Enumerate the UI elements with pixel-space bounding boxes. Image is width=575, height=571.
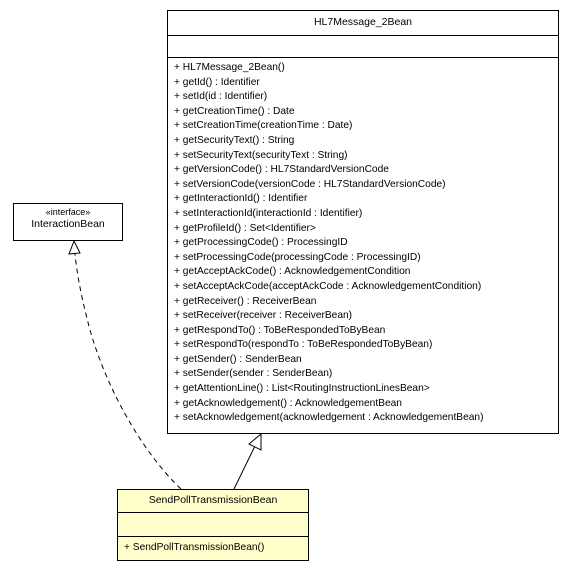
operation-item: + getSender() : SenderBean (174, 353, 302, 365)
class-name: HL7Message_2Bean (313, 16, 413, 28)
operation-item: + getSecurityText() : String (174, 134, 295, 146)
realization-arrow (68, 239, 182, 490)
operation-item: + getReceiver() : ReceiverBean (174, 295, 317, 307)
operation-item: + getAcknowledgement() : Acknowledgement… (174, 397, 402, 409)
operation-item: + setCreationTime(creationTime : Date) (174, 120, 353, 132)
operation-item: + SendPollTransmissionBean() (124, 542, 265, 553)
operations-section: + SendPollTransmissionBean() (118, 536, 308, 560)
operation-item: + setAcceptAckCode(acceptAckCode : Ackno… (174, 280, 482, 292)
class-sendpolltransmissionbean: SendPollTransmissionBean + SendPollTrans… (117, 489, 309, 561)
operations-section: + HL7Message_2Bean() + getId() : Identifi… (168, 57, 558, 433)
attributes-section (168, 35, 558, 57)
operations-list: + SendPollTransmissionBean() (118, 537, 308, 556)
operation-item: + setProcessingCode(processingCode : Pro… (174, 251, 421, 263)
operation-item: + setRespondTo(respondTo : ToBeResponded… (174, 339, 433, 351)
class-name: SendPollTransmissionBean (148, 494, 278, 506)
operation-item: + getId() : Identifier (174, 76, 260, 88)
operation-item: + HL7Message_2Bean() (174, 62, 285, 73)
operation-item: + setSender(sender : SenderBean) (174, 368, 333, 380)
operation-item: + setSecurityText(securityText : String) (174, 149, 348, 161)
operation-item: + setReceiver(receiver : ReceiverBean) (174, 310, 353, 322)
operation-item: + setAcknowledgement(acknowledgement : A… (174, 412, 484, 424)
interface-interactionbean: «interface» InteractionBean (13, 203, 123, 241)
operation-item: + getAcceptAckCode() : AcknowledgementCo… (174, 266, 411, 278)
operations-list: + HL7Message_2Bean() + getId() : Identifi… (168, 58, 558, 426)
operation-item: + getProfileId() : Set<Identifier> (174, 222, 316, 234)
operation-item: + setId(id : Identifier) (174, 91, 268, 103)
operation-item: + getVersionCode() : HL7StandardVersionC… (174, 164, 389, 176)
interface-name: InteractionBean (31, 218, 105, 230)
operation-item: + setInteractionId(interactionId : Ident… (174, 207, 363, 219)
interface-title: «interface» InteractionBean (14, 204, 122, 231)
stereotype-label: «interface» (45, 207, 91, 217)
class-hl7message-2bean: HL7Message_2Bean + HL7Message_2Bean() + g… (167, 10, 559, 434)
operation-item: + getRespondTo() : ToBeRespondedToByBean (174, 324, 386, 336)
generalization-arrow (233, 432, 262, 490)
operation-item: + getProcessingCode() : ProcessingID (174, 237, 348, 249)
operation-item: + getInteractionId() : Identifier (174, 193, 308, 205)
attributes-section (118, 512, 308, 536)
operation-item: + setVersionCode(versionCode : HL7Standa… (174, 178, 446, 190)
operation-item: + getCreationTime() : Date (174, 105, 295, 117)
operation-item: + getAttentionLine() : List<RoutingInstr… (174, 383, 430, 395)
